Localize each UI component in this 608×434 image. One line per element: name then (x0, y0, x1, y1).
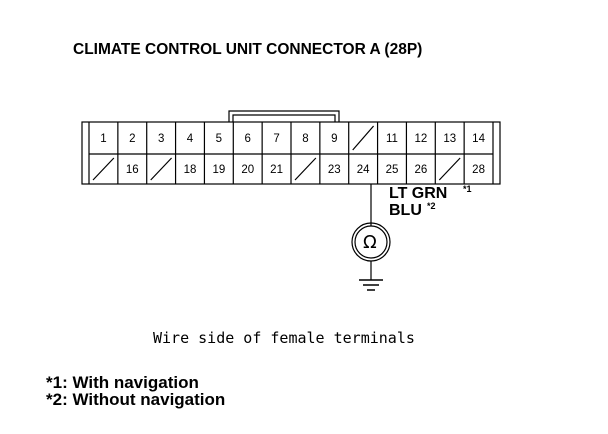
terminal-28: 28 (472, 164, 485, 176)
terminal-2: 2 (129, 133, 135, 145)
ohmmeter-symbol (354, 225, 388, 259)
terminal-20: 20 (241, 164, 254, 176)
terminal-5: 5 (216, 133, 222, 145)
terminal-12: 12 (414, 133, 427, 145)
empty-terminal (150, 157, 173, 181)
empty-terminal (92, 157, 115, 181)
terminal-3: 3 (158, 133, 164, 145)
terminal-7: 7 (273, 133, 279, 145)
terminal-9: 9 (331, 133, 337, 145)
terminal-14: 14 (472, 133, 485, 145)
terminal-21: 21 (270, 164, 283, 176)
terminal-24: 24 (357, 164, 370, 176)
terminal-8: 8 (302, 133, 308, 145)
ohm-icon: Ω (363, 232, 377, 253)
empty-terminal (352, 125, 375, 151)
wire-color-blu: BLU (389, 202, 422, 219)
terminal-4: 4 (187, 133, 194, 145)
terminal-11: 11 (386, 133, 398, 145)
terminal-6: 6 (245, 133, 251, 145)
wire-color-lt-grn: LT GRN (389, 185, 447, 202)
terminal-26: 26 (414, 164, 427, 176)
empty-terminal (294, 157, 317, 181)
connector-latch (228, 110, 340, 122)
footnote-2: *2: Without navigation (46, 390, 225, 409)
terminal-25: 25 (386, 164, 399, 176)
empty-terminal (438, 157, 461, 181)
wire-color-lt-grn-note: *1 (463, 184, 472, 194)
terminal-23: 23 (328, 164, 341, 176)
terminal-13: 13 (443, 133, 456, 145)
terminal-16: 16 (126, 164, 139, 176)
terminal-19: 19 (212, 164, 225, 176)
terminal-1: 1 (100, 133, 106, 145)
wire-color-blu-note: *2 (427, 201, 436, 211)
terminal-18: 18 (184, 164, 197, 176)
diagram-title: CLIMATE CONTROL UNIT CONNECTOR A (28P) (73, 41, 422, 58)
view-caption: Wire side of female terminals (153, 329, 415, 347)
ohmmeter-circuit (351, 184, 391, 280)
footnote-1: *1: With navigation (46, 373, 199, 392)
ground-icon (359, 279, 383, 291)
